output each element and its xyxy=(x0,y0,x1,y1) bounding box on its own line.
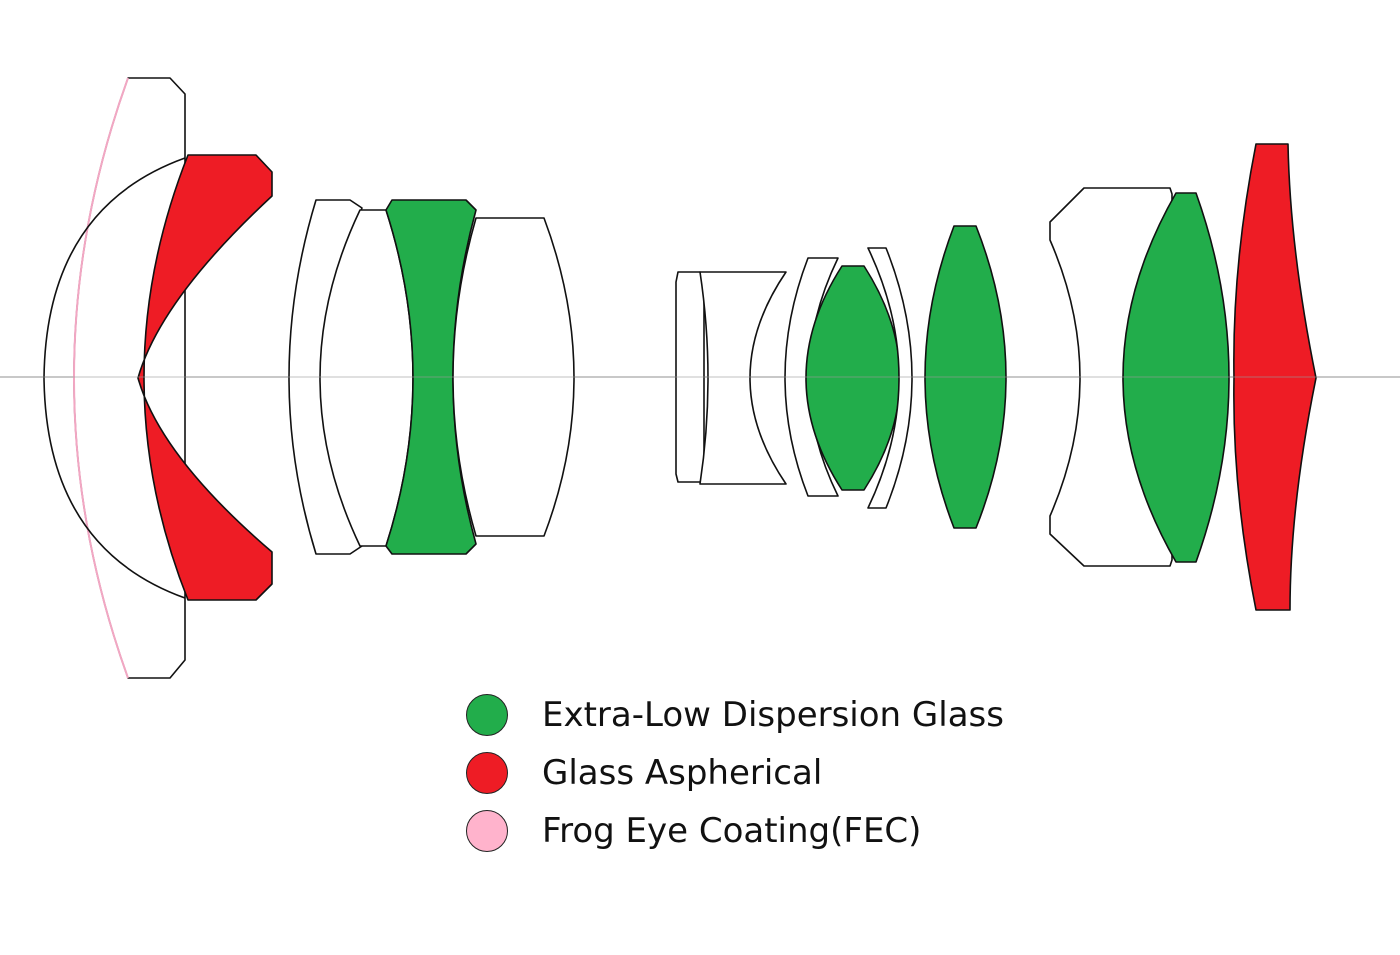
legend-label: Frog Eye Coating(FEC) xyxy=(542,811,922,851)
aspherical-element-2 xyxy=(137,154,273,601)
lens-element-1 xyxy=(73,77,186,679)
legend-label: Extra-Low Dispersion Glass xyxy=(542,695,1004,735)
legend-item-ed-glass: Extra-Low Dispersion Glass xyxy=(466,690,1086,748)
ed-element-10 xyxy=(805,265,901,491)
legend: Extra-Low Dispersion Glass Glass Aspheri… xyxy=(466,690,1086,864)
lens-element-1-inner-surface xyxy=(43,157,186,599)
fec-swatch-icon xyxy=(466,810,508,852)
ed-glass-swatch-icon xyxy=(466,694,508,736)
frog-eye-coating-layer xyxy=(73,77,129,679)
legend-item-aspherical: Glass Aspherical xyxy=(466,748,1086,806)
legend-item-fec: Frog Eye Coating(FEC) xyxy=(466,806,1086,864)
legend-label: Glass Aspherical xyxy=(542,753,823,793)
ed-element-14 xyxy=(1122,192,1230,563)
aspherical-swatch-icon xyxy=(466,752,508,794)
lens-element-8 xyxy=(699,271,787,485)
lens-element-11 xyxy=(867,247,913,509)
